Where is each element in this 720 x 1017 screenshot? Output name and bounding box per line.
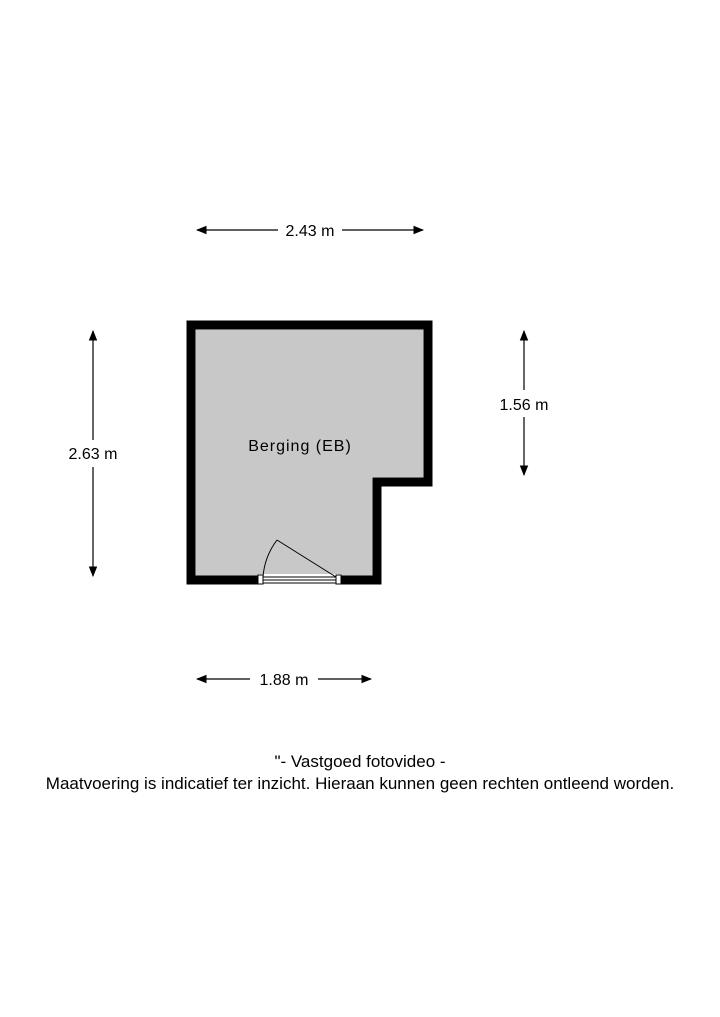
door-jamb-right bbox=[335, 574, 342, 585]
dim-bottom-label: 1.88 m bbox=[260, 672, 309, 689]
room-floor bbox=[196, 330, 423, 576]
footer-disclaimer: Maatvoering is indicatief ter inzicht. H… bbox=[45, 774, 675, 793]
dim-left-label: 2.63 m bbox=[69, 446, 118, 463]
door-jamb-left bbox=[257, 574, 264, 585]
door-swing-arc bbox=[262, 539, 278, 578]
room-label: Berging (EB) bbox=[248, 438, 352, 455]
dim-right-label: 1.56 m bbox=[500, 397, 549, 414]
footer-credit: "- Vastgoed fotovideo - bbox=[274, 752, 446, 771]
dim-top-label: 2.43 m bbox=[286, 223, 335, 240]
room-walls bbox=[186, 320, 433, 585]
door-leaf bbox=[276, 539, 337, 578]
